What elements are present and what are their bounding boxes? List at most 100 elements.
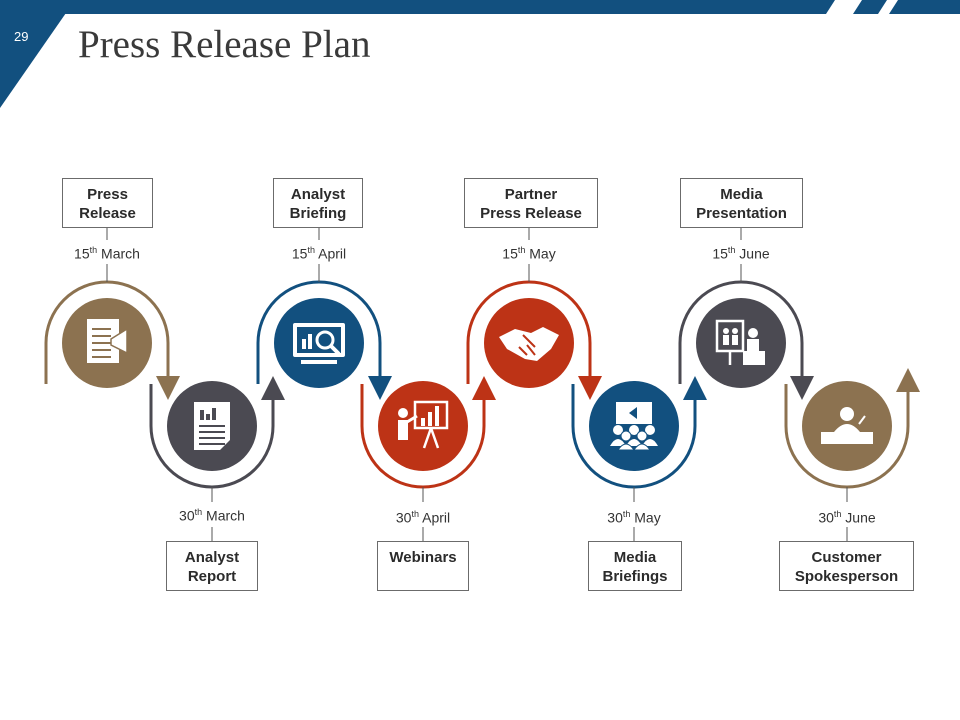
date-day: 15	[712, 245, 728, 262]
date-month: June	[735, 245, 770, 262]
milestone-node	[696, 298, 786, 388]
milestone-node	[484, 298, 574, 388]
milestone-date: 15th May	[459, 245, 599, 262]
handshake-icon	[499, 327, 559, 361]
connector-arcs	[44, 280, 920, 489]
bar	[308, 334, 312, 349]
bar	[421, 418, 425, 426]
date-day: 30	[395, 509, 412, 526]
date-month: June	[841, 509, 876, 526]
date-month: March	[97, 245, 140, 262]
date-suffix: th	[89, 245, 98, 255]
date-day: 15	[502, 245, 518, 262]
bar	[200, 410, 204, 420]
person-body	[610, 439, 626, 446]
bar	[435, 406, 439, 426]
date-day: 30	[179, 507, 195, 524]
person-head	[620, 430, 632, 442]
page-title: Press Release Plan	[78, 23, 371, 66]
podium	[821, 432, 873, 444]
date-suffix: th	[517, 245, 526, 255]
milestone-label: Webinars	[377, 541, 469, 591]
milestone-label: Analyst Report	[166, 541, 258, 591]
bar	[428, 412, 432, 426]
milestone-node	[589, 381, 679, 471]
bar	[206, 414, 210, 420]
header-stripe	[878, 0, 898, 14]
audience-screen-icon	[610, 402, 658, 451]
milestone-label: Analyst Briefing	[273, 178, 363, 228]
play-shape	[629, 407, 637, 419]
figure-head	[723, 328, 729, 334]
date-suffix: th	[411, 509, 419, 519]
presenter-chart-icon	[398, 400, 449, 449]
date-month: May	[630, 509, 661, 526]
milestone-node	[802, 381, 892, 471]
date-suffix: th	[194, 507, 203, 517]
date-month: March	[202, 507, 245, 524]
easel-leg	[429, 427, 440, 449]
date-month: April	[314, 245, 347, 262]
date-day: 15	[291, 245, 308, 262]
person-body	[626, 439, 642, 446]
finger-lines	[518, 334, 536, 356]
speaker-head	[748, 328, 758, 338]
milestone-date: 30th April	[353, 509, 493, 526]
page-number: 29	[14, 29, 29, 44]
person-body	[633, 443, 651, 451]
desk	[743, 351, 765, 365]
speaker-body	[747, 339, 759, 351]
date-day: 15	[74, 245, 90, 262]
milestone-date: 15th June	[671, 245, 811, 262]
megaphone-shape	[110, 327, 128, 355]
date-suffix: th	[307, 245, 315, 255]
header-bar	[0, 0, 960, 14]
figure-body	[723, 335, 729, 345]
milestone-label: Partner Press Release	[464, 178, 598, 228]
milestone-label: Press Release	[62, 178, 153, 228]
person-head	[636, 430, 648, 442]
report-document-icon	[194, 402, 230, 450]
date-day: 30	[818, 509, 834, 526]
milestone-date: 30th June	[777, 509, 917, 526]
microphone	[858, 415, 866, 425]
person-head	[629, 425, 639, 435]
figure-body	[732, 335, 738, 345]
milestone-date: 15th April	[249, 245, 389, 262]
date-month: May	[525, 245, 556, 262]
handshake-shape	[499, 327, 559, 361]
press-release-megaphone-icon	[87, 319, 128, 363]
milestone-node	[167, 381, 257, 471]
monitor-analysis-icon	[293, 323, 345, 364]
milestone-label: Customer Spokesperson	[779, 541, 914, 591]
bar	[212, 408, 216, 420]
date-month: April	[418, 509, 451, 526]
milestone-circle	[696, 298, 786, 388]
speaker-podium-icon	[821, 407, 873, 444]
person-head	[645, 425, 655, 435]
milestone-date: 30th May	[564, 509, 704, 526]
milestone-date: 15th March	[37, 245, 177, 262]
date-suffix: th	[727, 245, 736, 255]
magnifier-lens	[315, 330, 335, 350]
milestone-node	[274, 298, 364, 388]
presentation-board-icon	[715, 319, 765, 365]
header-corner-triangle	[0, 0, 75, 108]
magnifier-handle	[329, 344, 341, 356]
speaker-head	[840, 407, 854, 421]
person-head	[613, 425, 623, 435]
person-body	[642, 439, 658, 446]
milestone-node	[378, 381, 468, 471]
figure-head	[732, 328, 738, 334]
bar	[302, 339, 306, 349]
person-head	[398, 408, 408, 418]
milestone-circles	[62, 298, 892, 471]
header-stripe	[826, 0, 862, 14]
date-suffix: th	[622, 509, 631, 519]
date-suffix: th	[833, 509, 842, 519]
easel-leg	[422, 427, 433, 449]
speaker-body	[834, 424, 860, 432]
